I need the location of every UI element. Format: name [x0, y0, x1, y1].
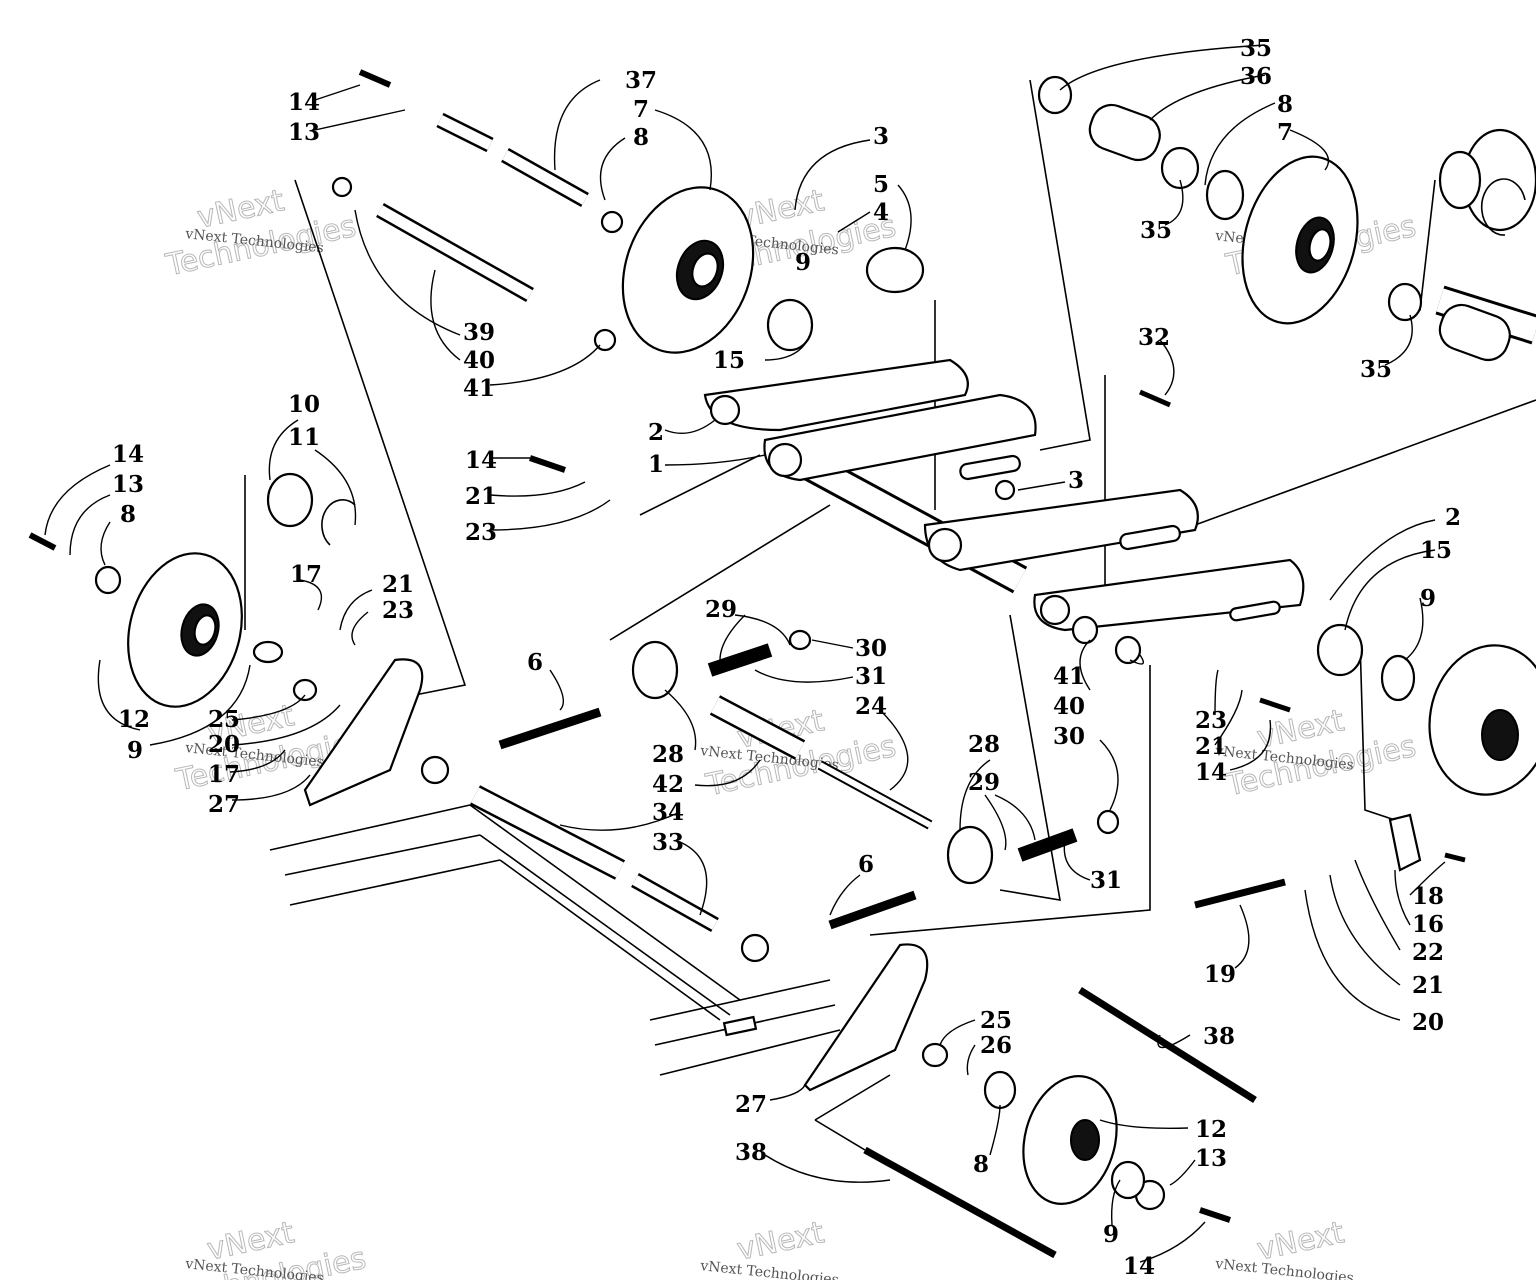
- callout-39: 39: [463, 319, 495, 346]
- callout-38: 38: [735, 1139, 767, 1166]
- suspension-arms: [303, 358, 1422, 1092]
- callout-14: 14: [112, 441, 144, 468]
- callout-21: 21: [382, 571, 414, 598]
- callout-14: 14: [1123, 1253, 1155, 1280]
- callout-3: 3: [873, 123, 889, 150]
- callout-20: 20: [1412, 1009, 1444, 1036]
- callout-35: 35: [1240, 35, 1272, 62]
- callout-30: 30: [855, 635, 887, 662]
- callout-34: 34: [652, 799, 684, 826]
- callout-23: 23: [382, 597, 414, 624]
- assembly-outline-lines: [244, 79, 1536, 1151]
- callout-24: 24: [855, 693, 887, 720]
- callout-31: 31: [1090, 867, 1122, 894]
- callout-37: 37: [625, 67, 657, 94]
- callout-15: 15: [713, 347, 745, 374]
- callout-25: 25: [208, 706, 240, 733]
- shafts: [376, 112, 1536, 1259]
- callout-9: 9: [1103, 1221, 1119, 1248]
- callout-27: 27: [208, 791, 240, 818]
- callout-11: 11: [288, 424, 320, 451]
- watermark-text: vNext: [1254, 1215, 1347, 1268]
- callout-17: 17: [290, 561, 322, 588]
- callout-13: 13: [1195, 1145, 1227, 1172]
- callout-numbers: 35 36 8 7 35 35 32 3 37 7 8 3 5 4 9 15 1…: [112, 35, 1461, 1280]
- callout-13: 13: [112, 471, 144, 498]
- callout-35: 35: [1360, 356, 1392, 383]
- callout-8: 8: [973, 1151, 989, 1178]
- callout-28: 28: [652, 741, 684, 768]
- callout-13: 13: [288, 119, 320, 146]
- callout-36: 36: [1240, 63, 1272, 90]
- callout-8: 8: [1277, 91, 1293, 118]
- callout-6: 6: [858, 851, 874, 878]
- callout-42: 42: [652, 771, 684, 798]
- callout-8: 8: [633, 124, 649, 151]
- callout-9: 9: [1420, 585, 1436, 612]
- idler-wheels: [127, 128, 1536, 1205]
- callout-17: 17: [208, 761, 240, 788]
- springs-and-bolts: [28, 69, 1466, 1223]
- callout-28: 28: [968, 731, 1000, 758]
- callout-15: 15: [1420, 537, 1452, 564]
- callout-7: 7: [633, 96, 649, 123]
- callout-20: 20: [208, 731, 240, 758]
- callout-3: 3: [1068, 467, 1084, 494]
- callout-5: 5: [873, 171, 889, 198]
- callout-26: 26: [980, 1032, 1012, 1059]
- callout-25: 25: [980, 1007, 1012, 1034]
- callout-8: 8: [120, 501, 136, 528]
- callout-35: 35: [1140, 217, 1172, 244]
- callout-40: 40: [463, 347, 495, 374]
- callout-16: 16: [1412, 911, 1444, 938]
- callout-22: 22: [1412, 939, 1444, 966]
- callout-19: 19: [1204, 961, 1236, 988]
- callout-2: 2: [648, 419, 664, 446]
- callout-29: 29: [968, 769, 1000, 796]
- callout-10: 10: [288, 391, 320, 418]
- callout-14: 14: [288, 89, 320, 116]
- callout-31: 31: [855, 663, 887, 690]
- callout-21: 21: [465, 483, 497, 510]
- callout-40: 40: [1053, 693, 1085, 720]
- callout-33: 33: [652, 829, 684, 856]
- watermark-text: vNext: [734, 1215, 827, 1268]
- callout-27: 27: [735, 1091, 767, 1118]
- callout-41: 41: [463, 375, 495, 402]
- callout-2: 2: [1445, 504, 1461, 531]
- callout-38: 38: [1203, 1023, 1235, 1050]
- callout-23: 23: [465, 519, 497, 546]
- callout-6: 6: [527, 649, 543, 676]
- chassis-rail: [269, 804, 841, 1076]
- callout-4: 4: [873, 199, 889, 226]
- spacers-and-bearings: [266, 75, 1526, 1110]
- callout-30: 30: [1053, 723, 1085, 750]
- callout-29: 29: [705, 596, 737, 623]
- callout-21: 21: [1412, 972, 1444, 999]
- callout-12: 12: [118, 706, 150, 733]
- callout-14: 14: [465, 447, 497, 474]
- callout-18: 18: [1412, 883, 1444, 910]
- callout-9: 9: [795, 249, 811, 276]
- callout-12: 12: [1195, 1116, 1227, 1143]
- leader-lines: [44, 44, 1446, 1263]
- callout-9: 9: [127, 737, 143, 764]
- callout-1: 1: [648, 451, 664, 478]
- callout-32: 32: [1138, 324, 1170, 351]
- callout-41: 41: [1053, 663, 1085, 690]
- callout-21: 21: [1195, 733, 1227, 760]
- callout-7: 7: [1277, 119, 1293, 146]
- callout-23: 23: [1195, 707, 1227, 734]
- callout-14: 14: [1195, 759, 1227, 786]
